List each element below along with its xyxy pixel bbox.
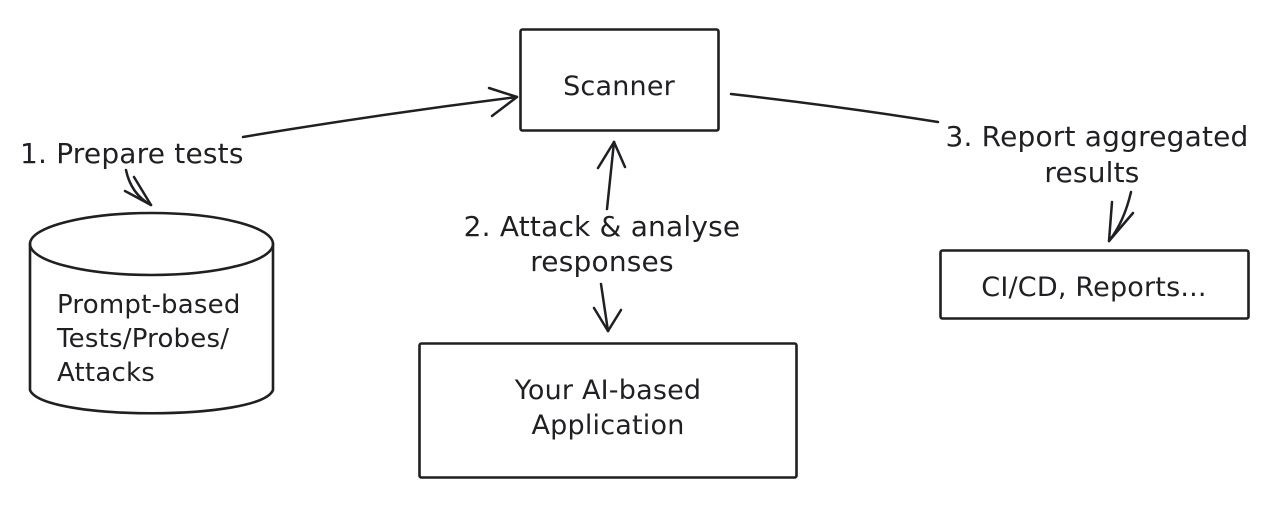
ai-application-box (418, 342, 798, 479)
arrowhead (1107, 200, 1135, 243)
step1-label: 1. Prepare tests (20, 137, 244, 170)
step3-label-line-2: results (1044, 156, 1139, 189)
arrow-scanner-to-app (592, 282, 623, 333)
arrowhead (592, 306, 623, 333)
cylinder-top-ellipse (28, 211, 275, 277)
scanner-label: Scanner (563, 71, 676, 102)
step2-label-line-2: responses (530, 245, 674, 278)
arrow-tests-to-scanner (241, 86, 519, 139)
cicd-reports-label: CI/CD, Reports... (981, 272, 1206, 303)
tests-database-cylinder: Prompt-based Tests/Probes/ Attacks (28, 211, 275, 415)
arrow-shaft (1107, 190, 1133, 243)
ai-application-label-line-1: Your AI-based (514, 375, 702, 406)
step2-label-line-1: 2. Attack & analyse (464, 210, 741, 243)
cicd-reports-node: CI/CD, Reports... (939, 249, 1250, 320)
arrowhead (123, 175, 153, 207)
tests-db-label-line-1: Prompt-based (57, 290, 241, 320)
arrow-step1-to-database (123, 168, 153, 207)
arrow-step3-to-reports (1107, 190, 1135, 243)
arrowhead (487, 86, 519, 118)
cylinder-body (28, 242, 275, 415)
scanner-node: Scanner (519, 28, 720, 132)
tests-db-label-line-3: Attacks (57, 358, 155, 388)
arrow-shaft (605, 140, 616, 211)
arrowhead (596, 140, 627, 170)
arrow-shaft (599, 282, 610, 333)
cicd-reports-box (939, 249, 1250, 320)
tests-db-label-line-2: Tests/Probes/ (56, 324, 229, 354)
arrow-app-to-scanner (596, 140, 627, 211)
ai-application-label-line-2: Application (531, 410, 684, 441)
line-scanner-to-step3 (729, 92, 940, 124)
scanner-box (519, 28, 720, 132)
ai-application-node: Your AI-based Application (418, 342, 798, 479)
step3-label-line-1: 3. Report aggregated (945, 120, 1248, 153)
arrow-shaft (241, 95, 519, 139)
